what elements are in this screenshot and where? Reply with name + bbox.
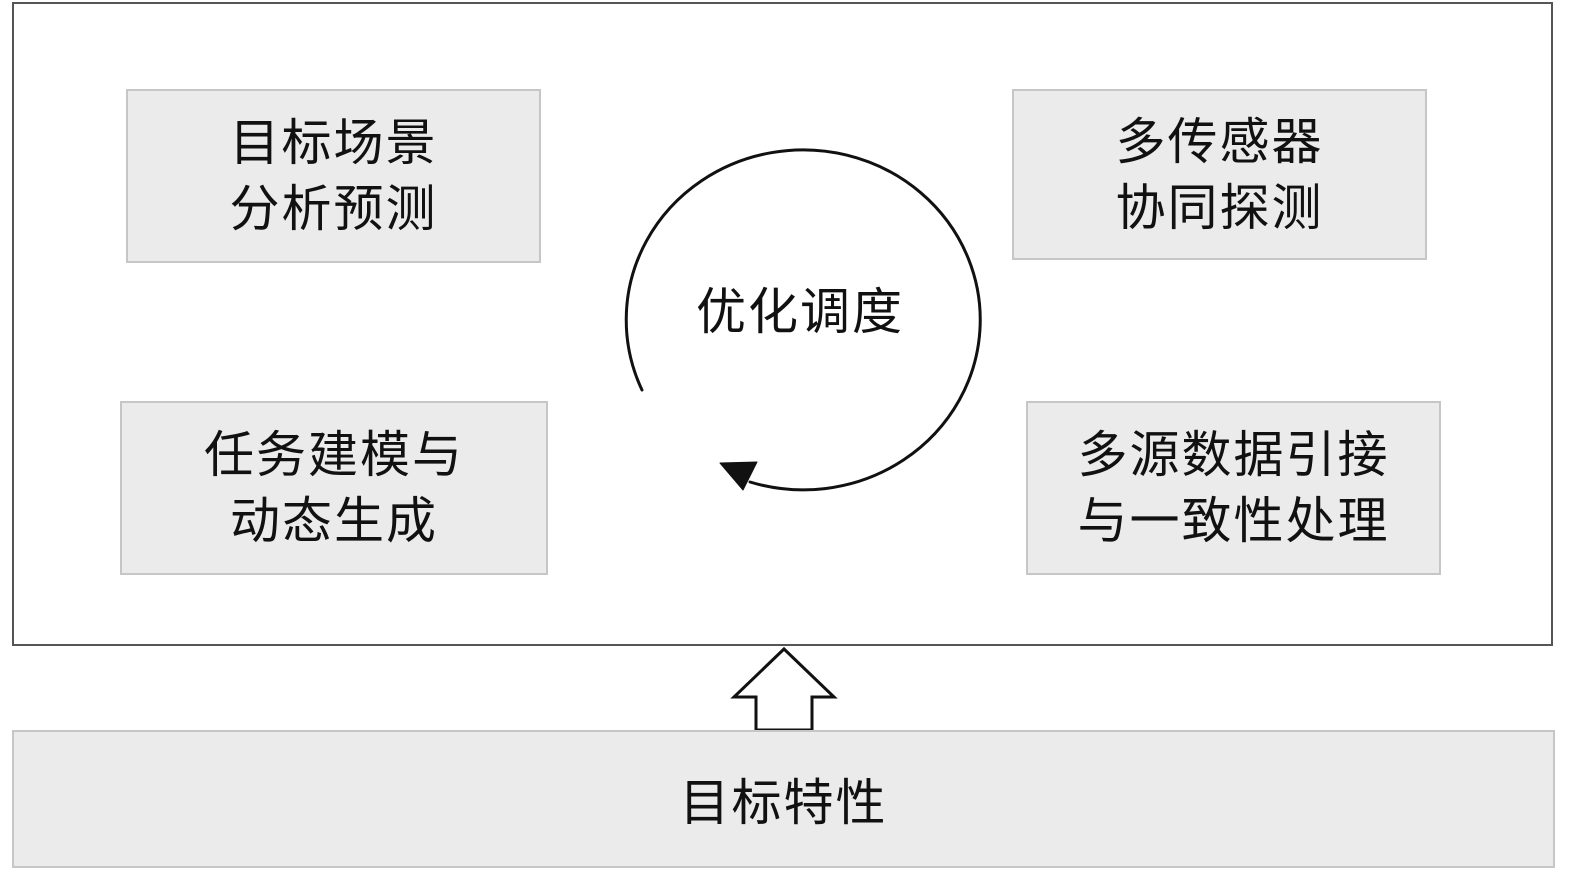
cycle-arrowhead	[719, 461, 758, 491]
node-label-line-2: 动态生成	[230, 492, 438, 550]
foundation-label: 目标特性	[679, 774, 888, 832]
node-label-line-1: 多源数据引接	[1077, 426, 1390, 484]
node-task-modeling: 任务建模与 动态生成	[120, 401, 548, 575]
node-label-line-2: 分析预测	[229, 180, 438, 238]
foundation-bar: 目标特性	[12, 730, 1555, 868]
node-target-scene-analysis: 目标场景 分析预测	[126, 89, 541, 263]
node-label-line-1: 任务建模与	[204, 426, 464, 484]
node-multi-source-data: 多源数据引接 与一致性处理	[1026, 401, 1441, 575]
node-label-line-1: 多传感器	[1115, 112, 1324, 171]
up-arrow-icon	[730, 646, 838, 732]
node-label-line-2: 与一致性处理	[1077, 492, 1390, 550]
node-multi-sensor-detection: 多传感器 协同探测	[1012, 89, 1427, 260]
cycle-arc	[624, 148, 982, 492]
node-label-line-1: 目标场景	[229, 114, 438, 172]
node-label-line-2: 协同探测	[1115, 178, 1324, 237]
cycle-arrow-icon	[624, 148, 982, 492]
up-arrow-shape	[730, 646, 838, 732]
center-label: 优化调度	[696, 283, 904, 341]
